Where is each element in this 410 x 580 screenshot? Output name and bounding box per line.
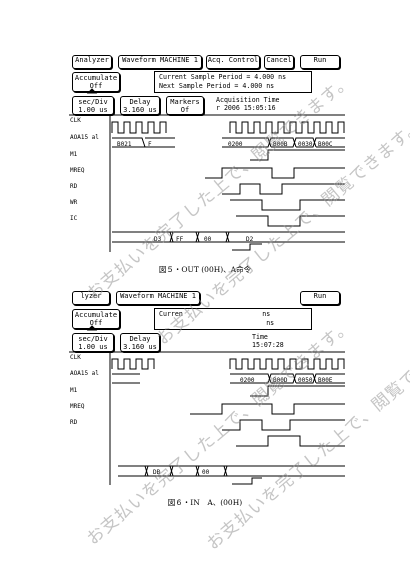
sec-div-value: 1.00 us: [78, 342, 108, 351]
signal-label-m1: M1: [70, 387, 78, 394]
current-sample-label: Curren: [159, 310, 183, 318]
accumulate-label: Accumulate: [74, 74, 118, 82]
sec-div-value: 1.00 us: [78, 105, 108, 114]
signal-label-m1: M1: [70, 151, 78, 158]
markers-value: Of: [180, 105, 190, 114]
address-value: 0030: [298, 141, 313, 148]
signal-label-mreq: MREQ: [70, 403, 85, 410]
signal-label-ioreq: IC: [70, 215, 78, 222]
address-value: B021: [117, 141, 132, 148]
data-value: 00: [204, 236, 212, 243]
signal-label-rd: RD: [70, 183, 78, 190]
signal-label-address: AOA15 al: [70, 370, 99, 377]
run-button[interactable]: Run: [300, 55, 340, 69]
acquisition-value: r 2006 15:05:16: [216, 103, 276, 112]
address-value: F: [148, 141, 152, 148]
run-button[interactable]: Run: [300, 291, 340, 305]
address-value: B00C: [318, 141, 333, 148]
waveform-machine-button[interactable]: Waveform MACHINE 1: [116, 291, 200, 305]
analyzer-button[interactable]: Analyzer: [72, 55, 112, 69]
sample-period-panel: Current Sample Period = 4.000 ns Next Sa…: [154, 71, 312, 93]
accumulate-button[interactable]: Accumulate Off: [72, 309, 120, 329]
sec-div-label: sec/Div: [78, 334, 108, 343]
cancel-button[interactable]: Cancel: [264, 55, 294, 69]
delay-value: 3.160 us: [123, 342, 157, 351]
acq-control-button[interactable]: Acq. Control: [206, 55, 260, 69]
analyzer-button[interactable]: lyzer: [72, 291, 110, 305]
current-sample-label: Current Sample Period =: [159, 73, 251, 81]
next-sample-label: Next Sample Period =: [159, 81, 239, 90]
next-sample-value: 4.000 ns: [242, 81, 275, 90]
delay-value: 3.160 us: [123, 105, 157, 114]
delay-label: Delay: [129, 334, 151, 343]
data-value: FF: [176, 236, 184, 243]
sec-div-button[interactable]: sec/Div 1.00 us: [72, 96, 114, 115]
address-value: B00D: [273, 377, 288, 384]
acquisition-value: 15:07:28: [252, 340, 284, 349]
accumulate-value: Off: [89, 82, 103, 90]
current-sample-value: 4.000 ns: [254, 73, 287, 81]
signal-label-address: AOA15 al: [70, 134, 99, 141]
signal-label-rd: RD: [70, 419, 78, 426]
sec-div-button[interactable]: sec/Div 1.00 us: [72, 333, 114, 352]
accumulate-button[interactable]: Accumulate Off: [72, 72, 120, 92]
data-value: D2: [246, 236, 254, 243]
accumulate-label: Accumulate: [74, 311, 118, 319]
accumulate-value: Off: [89, 319, 103, 327]
markers-label: Markers: [170, 97, 200, 106]
acquisition-time: Acquisition Time r 2006 15:05:16: [216, 96, 280, 112]
figure-6-caption: 図６・IN A、(00H): [167, 498, 243, 507]
acquisition-label: Acquisition Time: [216, 96, 280, 104]
data-value: DB: [153, 469, 161, 476]
data-value: D3: [154, 236, 162, 243]
signal-label-mreq: MREQ: [70, 167, 85, 174]
address-value: 0200: [228, 141, 243, 148]
delay-label: Delay: [129, 97, 151, 106]
sec-div-label: sec/Div: [78, 97, 108, 106]
ns-unit: ns: [266, 318, 275, 327]
acquisition-time: Time 15:07:28: [252, 333, 284, 349]
signal-label-clk: CLK: [70, 117, 81, 124]
figure-5-caption: 図５・OUT (00H)、A命令: [158, 265, 252, 274]
data-value: 00: [202, 469, 210, 476]
acquisition-label: Time: [252, 333, 268, 341]
sample-period-panel: Curren ns ns: [154, 308, 312, 330]
address-value: B00B: [273, 141, 288, 148]
signal-label-wr: WR: [70, 199, 78, 206]
waveform-machine-button[interactable]: Waveform MACHINE 1: [118, 55, 202, 69]
ns-unit: ns: [262, 310, 271, 318]
address-value: 0050: [298, 377, 313, 384]
signal-label-clk: CLK: [70, 354, 81, 361]
address-value: B00E: [318, 377, 333, 384]
address-value: 0200: [240, 377, 255, 384]
